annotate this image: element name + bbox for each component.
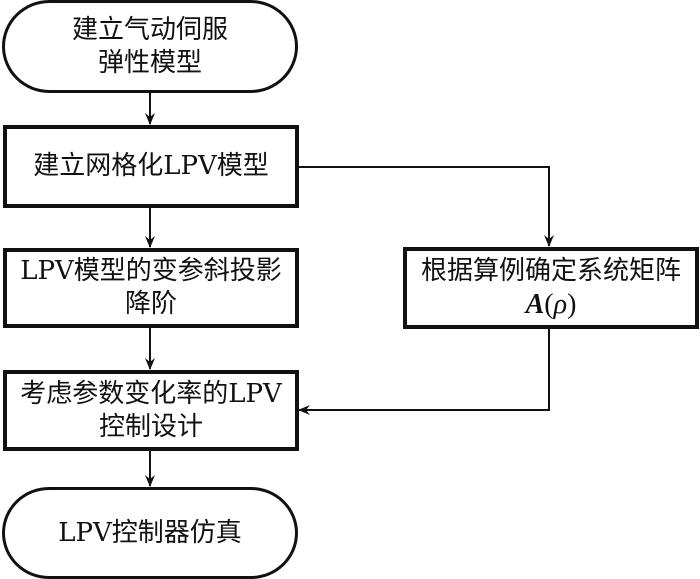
reduction-box: LPV模型的变参斜投影 降阶	[3, 248, 299, 328]
reduction-line-1: LPV模型的变参斜投影	[20, 256, 282, 286]
paren-open: (	[544, 289, 554, 320]
control-design-line-2: 控制设计	[98, 411, 203, 442]
arrow-grid-to-system-matrix	[298, 166, 554, 247]
simulation-terminal: LPV控制器仿真	[2, 487, 298, 579]
rho-symbol: ρ	[553, 289, 568, 320]
system-matrix-formula: A(ρ)	[526, 288, 577, 321]
matrix-symbol: A	[525, 289, 545, 320]
system-matrix-box: 根据算例确定系统矩阵 A(ρ)	[403, 247, 699, 329]
control-design-box: 考虑参数变化率的LPV 控制设计	[3, 370, 299, 451]
system-matrix-line-1: 根据算例确定系统矩阵	[420, 256, 681, 286]
reduction-line-2: 降阶	[124, 289, 177, 319]
control-design-line-1: 考虑参数变化率的LPV	[20, 378, 282, 409]
grid-lpv-label: 建立网格化LPV模型	[33, 151, 269, 181]
start-line-2: 弹性模型	[97, 47, 202, 78]
grid-lpv-box: 建立网格化LPV模型	[3, 125, 299, 208]
paren-close: )	[567, 289, 577, 320]
arrow-system-matrix-to-control	[298, 328, 550, 415]
start-terminal: 建立气动伺服 弹性模型	[2, 0, 298, 93]
start-line-1: 建立气动伺服	[71, 14, 228, 45]
simulation-label: LPV控制器仿真	[58, 517, 242, 548]
